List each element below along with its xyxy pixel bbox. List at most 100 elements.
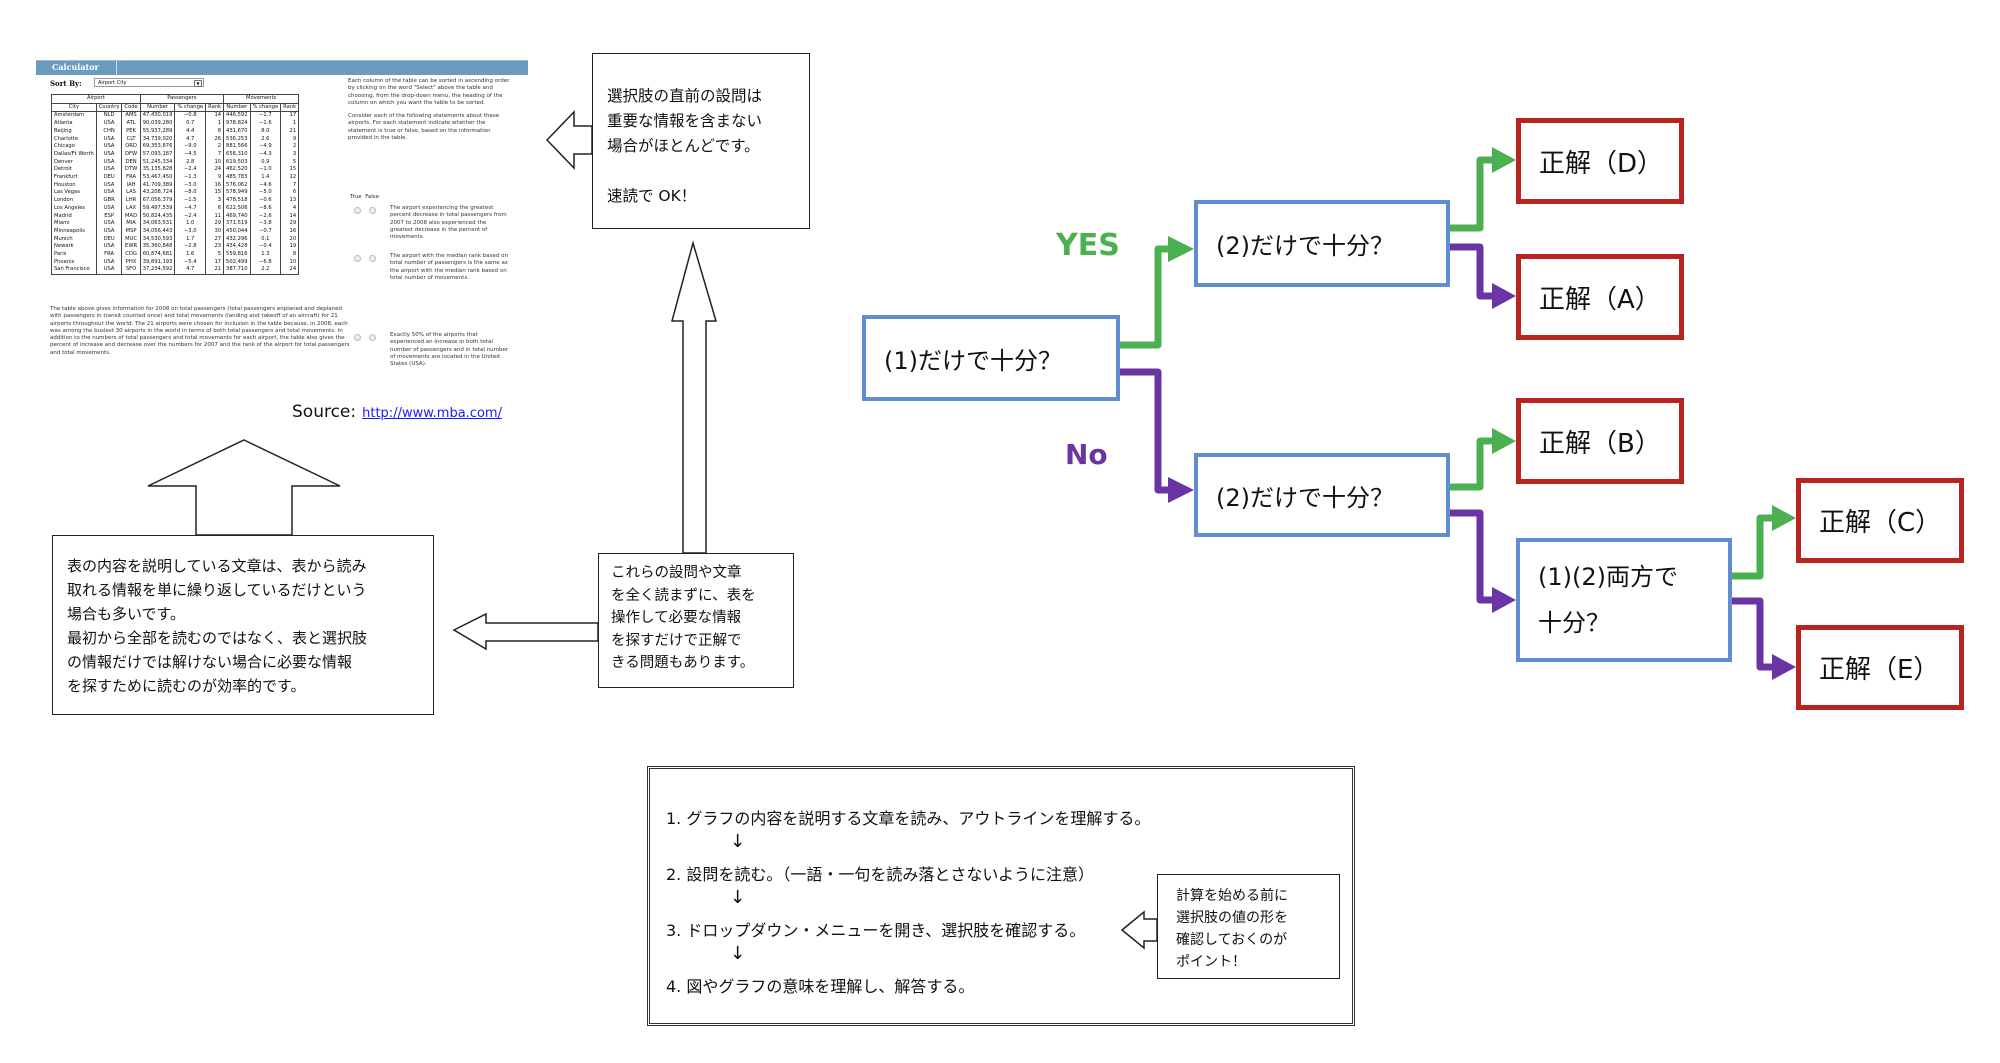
down-arrow-icon: ↓ <box>730 943 746 964</box>
statement-text-2: The airport with the median rank based o… <box>390 253 508 281</box>
question-3-text-line1: (1)(2)両方で <box>1538 563 1678 591</box>
table-cell: LAS <box>121 189 141 198</box>
table-cell: 387,710 <box>223 266 251 276</box>
table-cell: 371,519 <box>223 220 251 228</box>
calc-note-line: 選択肢の値の形を <box>1176 910 1288 926</box>
options-note-line: 重要な情報を含まない <box>607 112 763 130</box>
table-cell: 13 <box>280 197 300 205</box>
table-cell: 34,056,443 <box>139 227 176 236</box>
table-cell: 17 <box>280 111 300 121</box>
question-3-node: (1)(2)両方で 十分？ <box>1516 538 1732 662</box>
table-cell: 34,530,593 <box>139 235 176 244</box>
table-cell: San Francisco <box>51 266 97 276</box>
table-cell: Beijing <box>51 127 97 136</box>
skip-note-line: を探すだけで正解で <box>611 632 742 649</box>
table-cell: SFO <box>121 266 141 276</box>
instructions: Each column of the table can be sorted i… <box>348 78 513 148</box>
table-cell: LAX <box>121 204 141 213</box>
source-link[interactable]: http://www.mba.com/ <box>362 406 502 421</box>
calc-note-callout: 計算を始める前に 選択肢の値の形を 確認しておくのが ポイント！ <box>1157 874 1340 979</box>
table-cell: 14 <box>280 212 300 221</box>
table-cell: 59,497,539 <box>139 204 176 213</box>
table-cell: FRA <box>121 174 141 182</box>
down-arrow-icon: ↓ <box>730 887 746 908</box>
table-cell: CLT <box>121 135 141 144</box>
table-cell: 35,360,848 <box>139 243 176 252</box>
column-header[interactable]: Code <box>121 102 141 113</box>
true-radio-3[interactable] <box>354 334 361 341</box>
table-cell: Frankfurt <box>51 174 97 182</box>
table-cell: 478,518 <box>223 197 251 205</box>
calculator-title-bar: Calculator <box>36 60 528 75</box>
yes-connector <box>1448 437 1494 491</box>
calc-note-line: 計算を始める前に <box>1176 888 1288 904</box>
step-2: 2. 設問を読む。（一語・一句を読み落とさないように注意） <box>666 865 1095 884</box>
table-cell: ATL <box>121 120 141 128</box>
options-note-line: 場合がほとんどです。 <box>607 137 760 155</box>
column-header[interactable]: Number <box>223 102 251 113</box>
question-2-no-node: (2)だけで十分？ <box>1194 453 1450 537</box>
options-note-line: 速読で OK！ <box>607 187 697 205</box>
question-1-text: (1)だけで十分？ <box>884 346 1062 375</box>
false-radio-2[interactable] <box>369 255 376 262</box>
table-cell: 485,783 <box>223 174 251 182</box>
table-cell: Denver <box>51 158 97 167</box>
table-cell: MAD <box>121 212 141 221</box>
table-cell: 51,245,334 <box>139 158 176 167</box>
table-cell: London <box>51 197 97 205</box>
table-cell: DEN <box>121 158 141 167</box>
chevron-down-icon[interactable]: ▼ <box>194 80 202 87</box>
true-radio-2[interactable] <box>354 255 361 262</box>
answer-e-text: 正解（E） <box>1819 655 1940 685</box>
answer-b-node: 正解（B） <box>1516 398 1684 484</box>
false-radio-3[interactable] <box>369 334 376 341</box>
column-header[interactable]: City <box>51 102 97 113</box>
table-cell: MUC <box>121 235 141 244</box>
table-cell: Charlotte <box>51 135 97 144</box>
description-note-line: 最初から全部を読むのではなく、表と選択肢 <box>67 629 368 647</box>
question-2-no-text: (2)だけで十分？ <box>1216 483 1394 512</box>
table-cell: 1 <box>280 120 300 128</box>
description-note-line: 取れる情報を単に繰り返しているだけという <box>67 581 367 599</box>
description-note-line: を探すために読むのが効率的です。 <box>67 677 306 695</box>
column-header[interactable]: Number <box>139 102 176 113</box>
sort-by-dropdown[interactable]: Airport City ▼ <box>94 78 204 87</box>
calculator-title: Calculator <box>52 62 99 72</box>
no-connector <box>1448 243 1494 300</box>
statement-text-1: The airport experiencing the greatest pe… <box>390 205 507 241</box>
table-cell: 12 <box>280 174 300 182</box>
sort-by-value: Airport City <box>98 80 127 86</box>
false-radio-1[interactable] <box>369 207 376 214</box>
table-cell: 462,520 <box>223 166 251 175</box>
table-cell: 35,135,828 <box>139 166 176 175</box>
table-cell: 29 <box>280 220 300 228</box>
statement-3: Exactly 50% of the airports that experie… <box>354 332 509 382</box>
yes-arrowhead-icon <box>1168 236 1194 262</box>
table-cell: 50,824,435 <box>139 212 176 221</box>
description-note-line: 場合も多いです。 <box>67 605 186 623</box>
no-arrowhead-icon <box>1492 587 1516 613</box>
table-cell: 43,208,724 <box>139 189 176 198</box>
title-bar-divider <box>116 61 117 75</box>
true-false-header: True False <box>350 194 379 200</box>
yes-connector <box>1118 245 1170 349</box>
column-header[interactable]: Rank <box>280 102 300 113</box>
table-cell: 656,310 <box>223 150 251 159</box>
table-cell: 16 <box>280 227 300 236</box>
table-cell: 6 <box>280 189 300 198</box>
table-cell: 576,062 <box>223 181 251 190</box>
true-radio-1[interactable] <box>354 207 361 214</box>
table-cell: MIA <box>121 220 141 228</box>
step-4: 4. 図やグラフの意味を理解し、解答する。 <box>666 977 975 996</box>
table-cell: 431,670 <box>223 127 251 136</box>
table-cell: ORD <box>121 143 141 151</box>
answer-a-node: 正解（A） <box>1516 254 1684 340</box>
table-cell: 3 <box>280 150 300 159</box>
